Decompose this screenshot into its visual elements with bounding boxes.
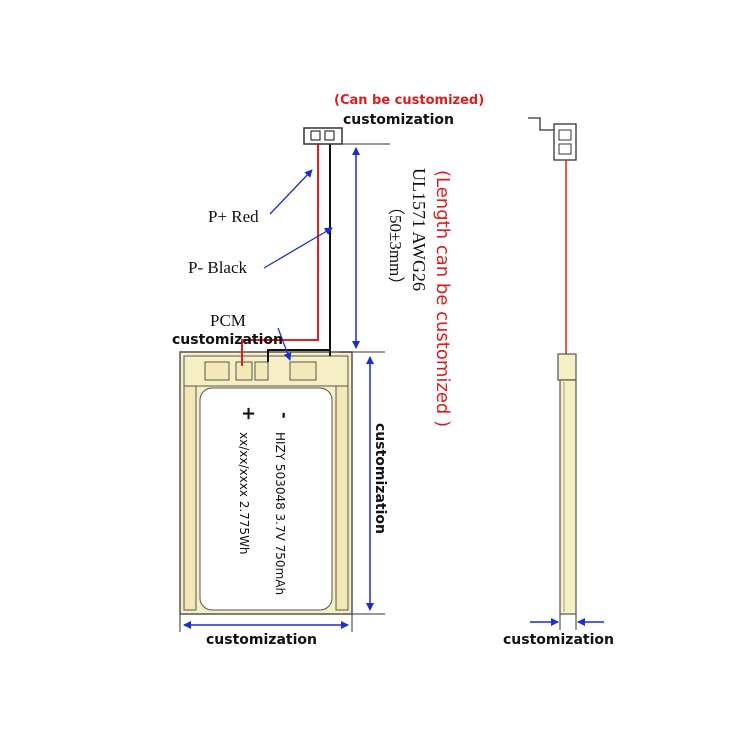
wire-spec-label: UL1571 AWG26 — [409, 168, 429, 291]
leader-arrows — [263, 169, 333, 361]
connector-customization-label: customization — [343, 112, 454, 128]
height-dimension — [352, 356, 385, 615]
side-view-connector — [528, 117, 577, 161]
thickness-customization-label: customization — [503, 632, 614, 648]
pcm-customization-label: customization — [172, 332, 283, 348]
height-customization-label: customization — [372, 423, 388, 534]
cell-model-text: HIZY 503048 3.7V 750mAh — [273, 432, 287, 595]
p-plus-label: P+ Red — [208, 207, 259, 226]
p-minus-label: P- Black — [188, 258, 248, 277]
cell-plus-sign: + — [238, 406, 259, 421]
can-be-customized-label: (Can be customized) — [334, 93, 484, 108]
cell-print: - + HIZY 503048 3.7V 750mAh xx/xx/xxxx 2… — [237, 406, 294, 595]
cell-minus-sign: - — [275, 412, 294, 419]
width-customization-label: customization — [206, 632, 317, 648]
length-customized-label: (Length can be customized ) — [432, 170, 453, 427]
side-view-cell — [557, 353, 577, 615]
width-dimension — [179, 614, 353, 632]
connector-front — [303, 127, 390, 145]
cell-date-text: xx/xx/xxxx 2.775Wh — [237, 432, 251, 555]
wire-length-dimension — [340, 147, 385, 353]
wire-length-label: （50±3mm） — [386, 198, 405, 293]
pcm-label: PCM — [210, 311, 246, 330]
wires-front — [241, 143, 331, 366]
battery-cell-front — [179, 351, 353, 615]
thickness-dimension — [530, 614, 604, 630]
